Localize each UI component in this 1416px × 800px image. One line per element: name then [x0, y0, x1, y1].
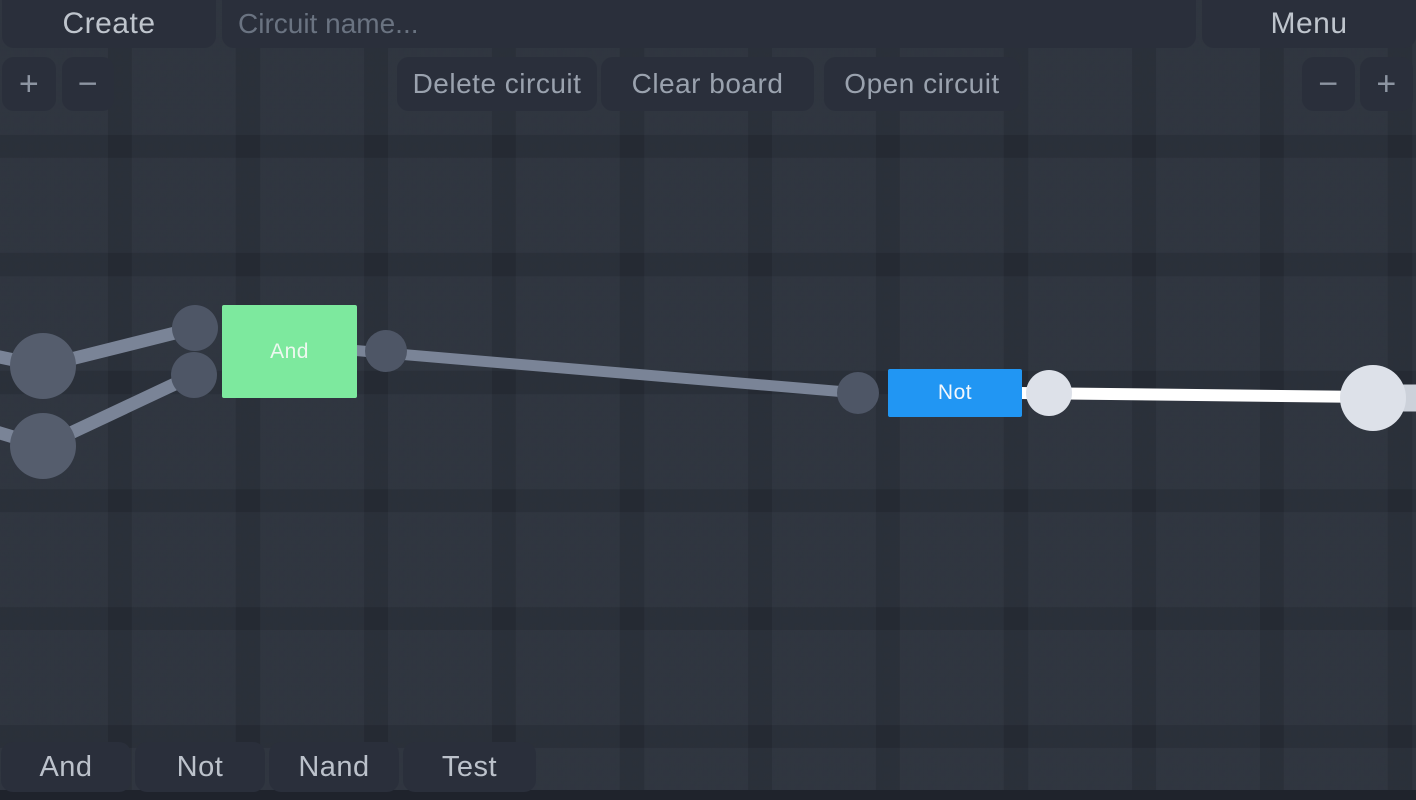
delete-circuit-label: Delete circuit — [412, 68, 582, 99]
zoom-out-right-button[interactable]: − — [1302, 57, 1355, 111]
connection-node[interactable] — [365, 330, 407, 372]
palette-item-and[interactable]: And — [1, 742, 131, 792]
connection-node[interactable] — [171, 352, 217, 398]
delete-circuit-button[interactable]: Delete circuit — [397, 57, 597, 111]
wire[interactable] — [349, 344, 859, 399]
palette-item-label: And — [39, 750, 93, 783]
clear-board-button[interactable]: Clear board — [601, 57, 814, 111]
plus-icon: + — [1376, 64, 1397, 103]
menu-button[interactable]: Menu — [1202, 0, 1416, 48]
gate-and[interactable]: And — [222, 305, 357, 398]
open-circuit-button[interactable]: Open circuit — [824, 57, 1020, 111]
gate-label: Not — [937, 381, 973, 404]
wire[interactable] — [1019, 387, 1373, 403]
circuit-name-input[interactable] — [222, 0, 1196, 48]
create-button[interactable]: Create — [2, 0, 216, 48]
input-pin-1[interactable] — [10, 333, 76, 399]
zoom-out-left-button[interactable]: − — [62, 57, 114, 111]
palette-item-label: Nand — [298, 750, 370, 783]
zoom-in-right-button[interactable]: + — [1360, 57, 1413, 111]
connection-node[interactable] — [1026, 370, 1072, 416]
create-button-label: Create — [62, 7, 156, 40]
output-pin-1[interactable] — [1340, 365, 1406, 431]
minus-icon: − — [77, 64, 99, 103]
palette-item-not[interactable]: Not — [135, 742, 265, 792]
gate-label: And — [270, 339, 309, 363]
bottom-edge-strip — [0, 790, 1416, 800]
connection-node[interactable] — [837, 372, 879, 414]
palette-item-label: Test — [441, 750, 498, 783]
zoom-in-left-button[interactable]: + — [2, 57, 56, 111]
menu-button-label: Menu — [1270, 7, 1348, 40]
open-circuit-label: Open circuit — [844, 68, 1000, 99]
plus-icon: + — [18, 64, 40, 103]
clear-board-label: Clear board — [631, 68, 784, 99]
palette-item-test[interactable]: Test — [403, 742, 536, 792]
gate-not[interactable]: Not — [888, 369, 1022, 417]
connection-node[interactable] — [172, 305, 218, 351]
palette-item-nand[interactable]: Nand — [269, 742, 399, 792]
minus-icon: − — [1318, 64, 1339, 103]
palette-item-label: Not — [176, 750, 224, 783]
input-pin-2[interactable] — [10, 413, 76, 479]
